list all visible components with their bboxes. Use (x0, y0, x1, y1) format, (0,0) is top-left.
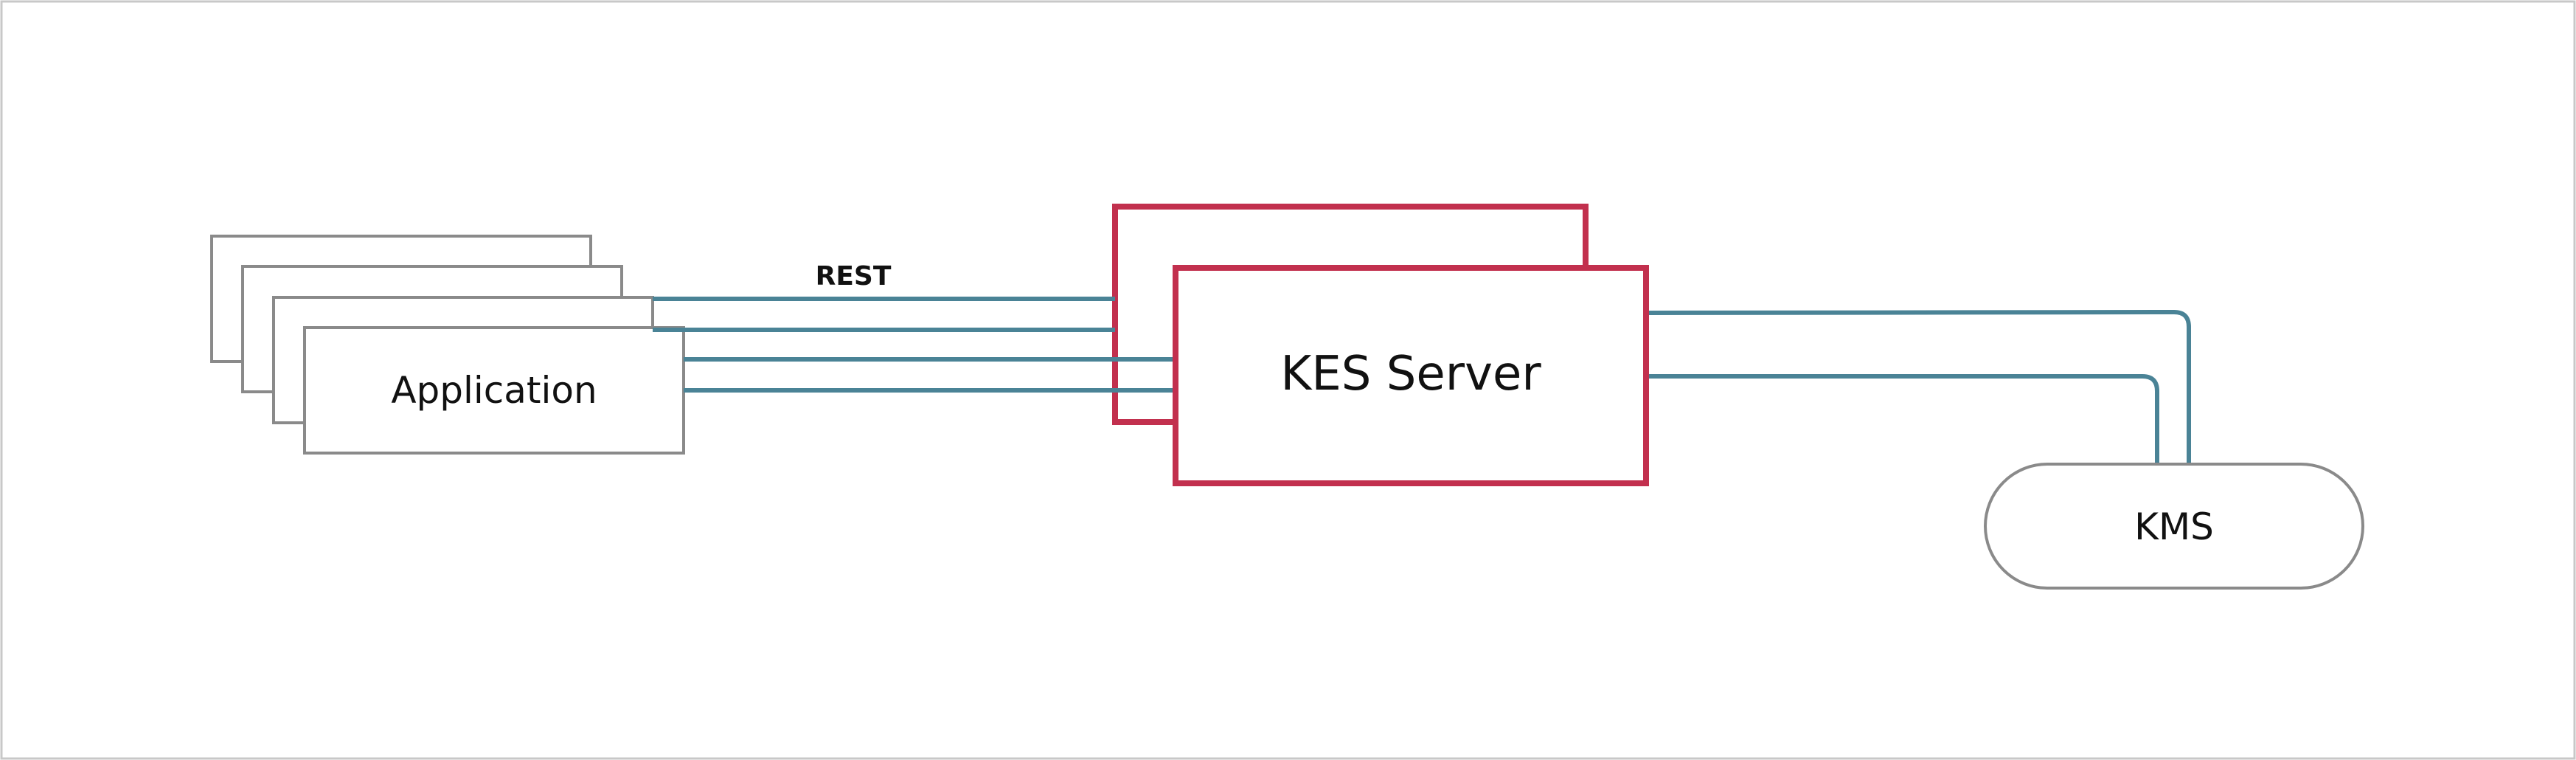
rest-label: REST (816, 261, 892, 291)
rest-connections (653, 297, 1176, 393)
kms-node (1984, 463, 2364, 590)
application-box (303, 326, 685, 455)
kms-connections (1648, 309, 2191, 463)
application-label: Application (391, 369, 597, 412)
kes-server-label: KES Server (1280, 347, 1541, 401)
kes-server-box (1173, 265, 1649, 486)
kms-line-lower (1649, 374, 2159, 463)
kms-line-upper (1648, 309, 2191, 463)
kms-label: KMS (2134, 505, 2214, 548)
application-stack (210, 235, 685, 455)
